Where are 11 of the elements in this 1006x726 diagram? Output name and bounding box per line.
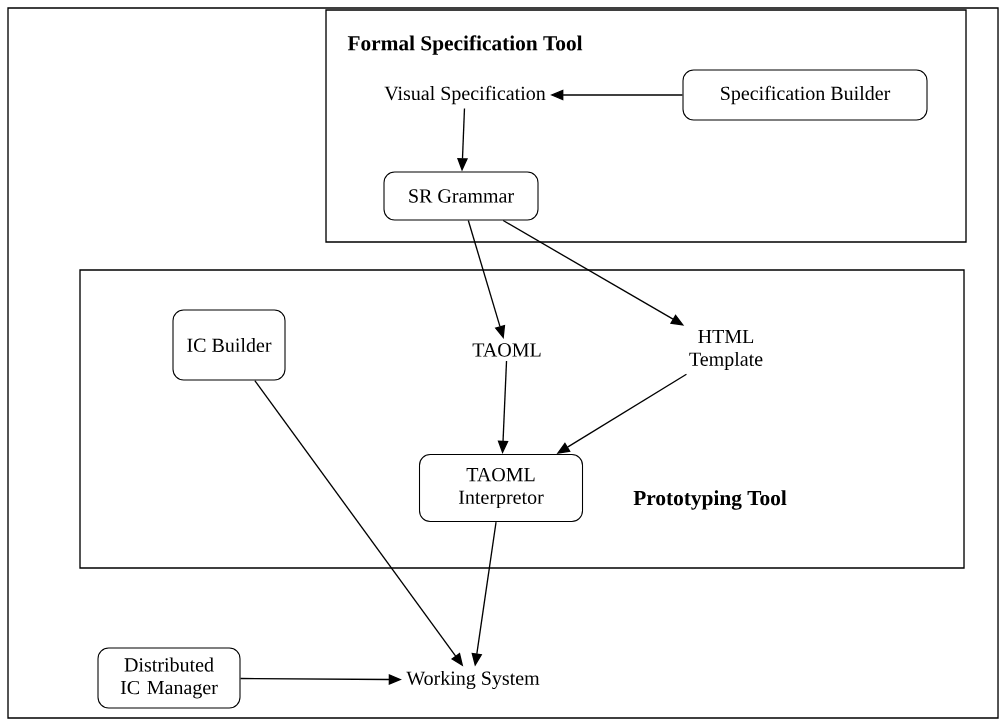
- panel-heading: Prototyping Tool: [633, 490, 787, 510]
- rounded-box: TAOML Interpretor: [418, 453, 584, 523]
- rounded-box: Distributed IC Manager: [97, 647, 241, 709]
- rounded-box: IC Builder: [172, 309, 286, 381]
- rounded-box: Specification Builder: [682, 69, 928, 121]
- panel-heading: Formal Specification Tool: [347, 35, 583, 55]
- label-text: Working System: [406, 670, 540, 690]
- label-text: TAOML: [472, 343, 541, 357]
- label-text: Visual Specification: [384, 85, 546, 105]
- label-text: HTML Template: [689, 330, 763, 370]
- rounded-box: SR Grammar: [383, 171, 539, 221]
